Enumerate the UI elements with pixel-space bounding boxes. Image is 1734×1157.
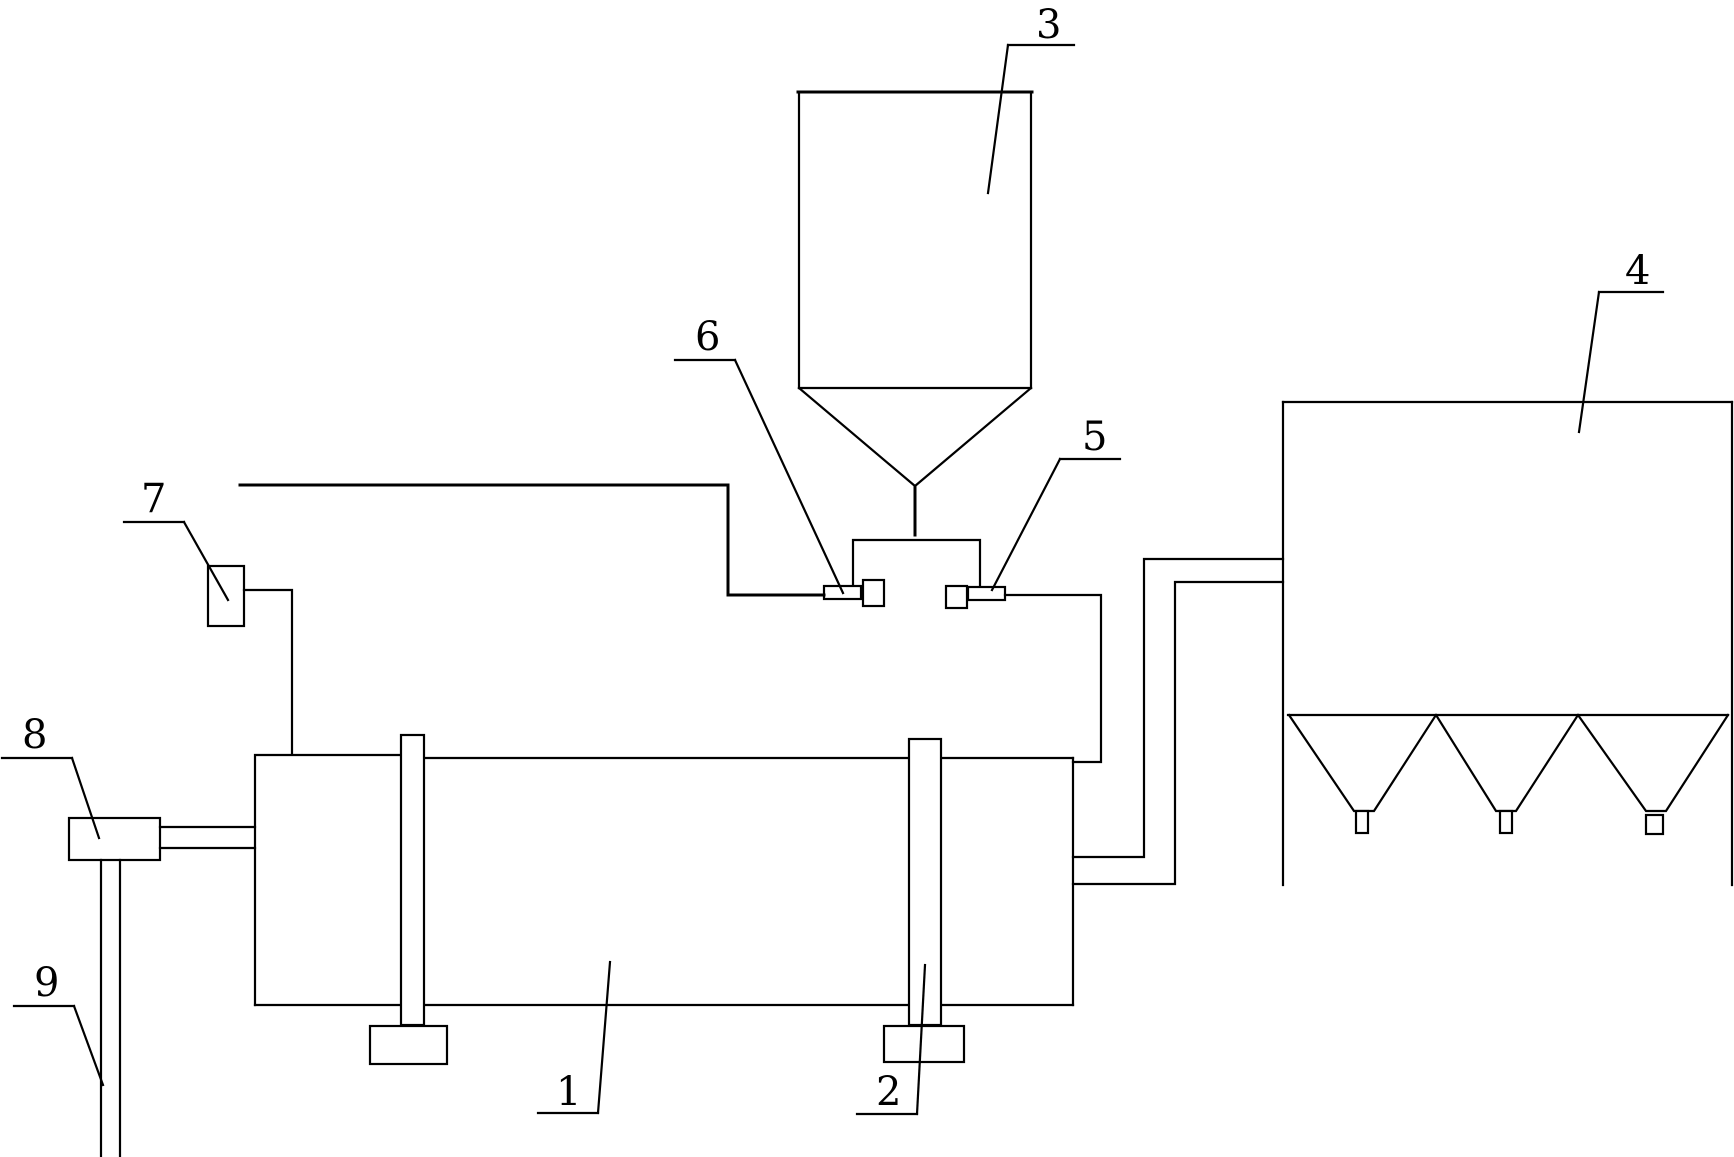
label-1: 1 bbox=[556, 1069, 581, 1115]
support-left bbox=[368, 733, 449, 1066]
rotary-drum bbox=[253, 753, 1075, 1007]
feeder-right bbox=[944, 584, 1007, 610]
label-2: 2 bbox=[876, 1069, 901, 1115]
air-pipe-left bbox=[238, 483, 826, 597]
air-pipe-right bbox=[1003, 593, 1103, 764]
label-9: 9 bbox=[34, 960, 59, 1006]
leader-lines bbox=[0, 43, 1665, 1116]
exhaust-duct bbox=[1071, 557, 1285, 886]
support-right bbox=[882, 737, 966, 1064]
label-6: 6 bbox=[695, 314, 720, 360]
label-5: 5 bbox=[1082, 414, 1107, 460]
label-8: 8 bbox=[22, 712, 47, 758]
label-3: 3 bbox=[1036, 2, 1061, 48]
label-4: 4 bbox=[1625, 248, 1650, 294]
label-7: 7 bbox=[141, 476, 166, 522]
dust-collector bbox=[1281, 400, 1734, 887]
instrument-7 bbox=[206, 564, 294, 755]
burner-8 bbox=[67, 816, 257, 862]
fuel-pipe-9 bbox=[99, 858, 122, 1157]
hopper bbox=[796, 90, 1034, 587]
